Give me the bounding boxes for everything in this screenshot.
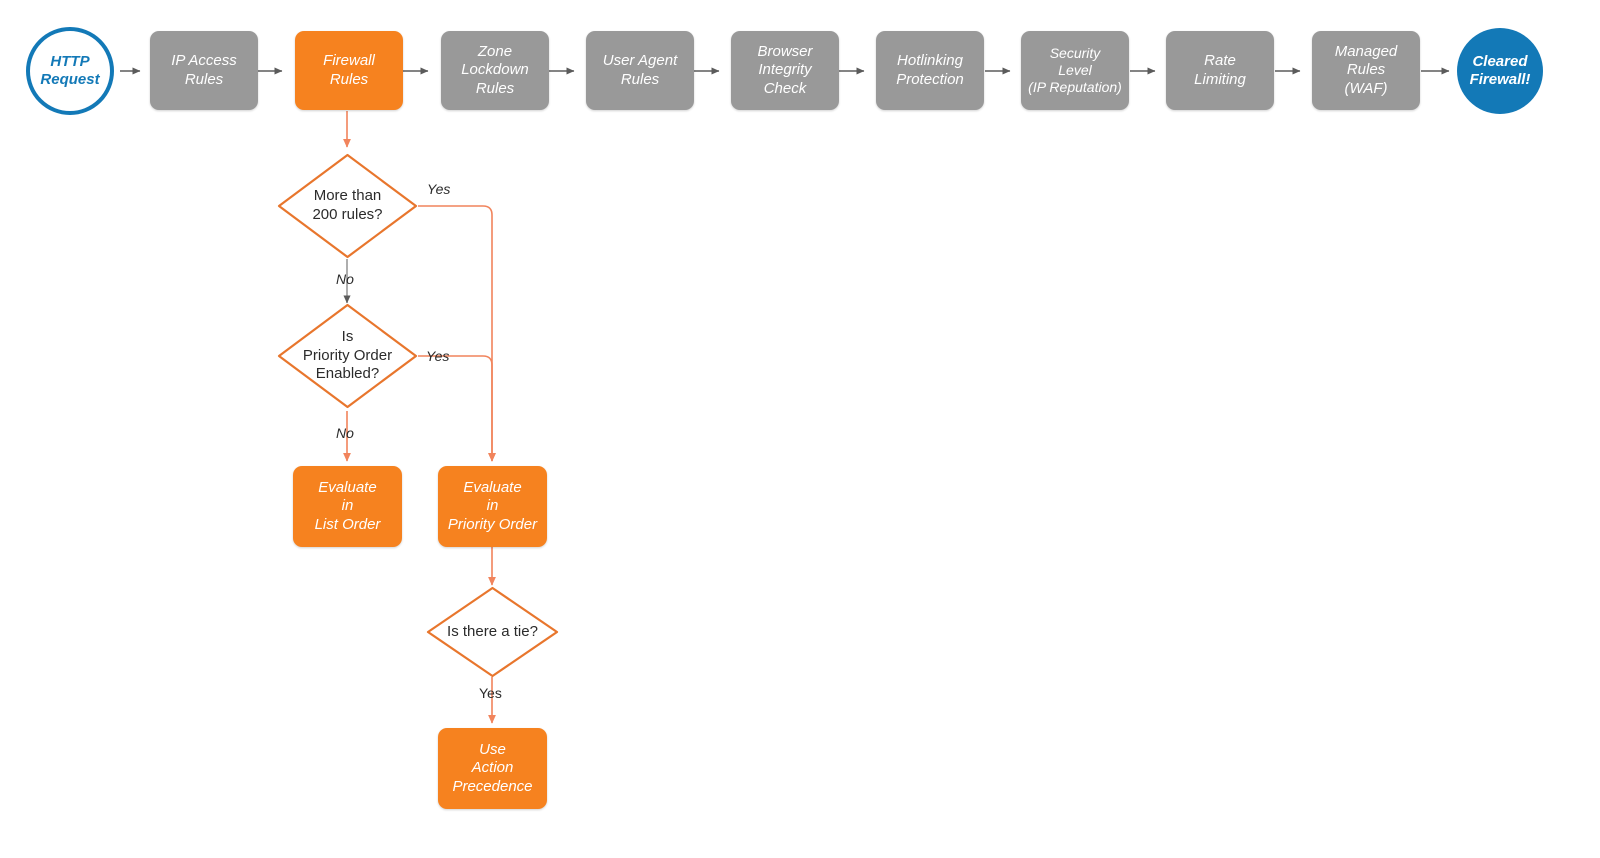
step-zone-lockdown-rules[interactable]: Zone Lockdown Rules [441, 31, 549, 110]
outcome-evaluate-in-list-order[interactable]: Evaluate in List Order [293, 466, 402, 547]
outcome-label-line: Precedence [452, 777, 533, 795]
step-label-line: Integrity [758, 61, 812, 79]
end-node-cleared-firewall[interactable]: Cleared Firewall! [1457, 28, 1543, 114]
outcome-label-line: Evaluate [463, 479, 522, 497]
step-label-line: Security [1049, 44, 1101, 61]
step-label-line: Rules [1346, 61, 1386, 79]
step-label-line: Rules [620, 70, 660, 88]
decision-label-line: Is there a tie? [447, 622, 538, 640]
step-user-agent-rules[interactable]: User Agent Rules [586, 31, 694, 110]
step-label-line: Zone [477, 43, 513, 61]
step-label-line: Level [1058, 61, 1092, 78]
step-security-level[interactable]: Security Level (IP Reputation) [1021, 31, 1129, 110]
step-label-line: User Agent [602, 52, 678, 70]
outcome-label-line: List Order [314, 515, 381, 533]
decision-priority-order-enabled[interactable]: Is Priority Order Enabled? [277, 303, 418, 409]
outcome-evaluate-in-priority-order[interactable]: Evaluate in Priority Order [438, 466, 547, 547]
edge-label-no-priority-order: No [336, 425, 354, 441]
step-browser-integrity-check[interactable]: Browser Integrity Check [731, 31, 839, 110]
start-label-line1: HTTP [50, 53, 90, 70]
outcome-label-line: Evaluate [318, 479, 377, 497]
step-label-line: (IP Reputation) [1028, 79, 1122, 96]
step-label-line: Managed [1334, 43, 1398, 61]
step-ip-access-rules[interactable]: IP Access Rules [150, 31, 258, 110]
end-label-line2: Firewall! [1469, 71, 1531, 88]
decision-label-line: Priority Order [302, 346, 393, 364]
decision-label-line: 200 rules? [312, 206, 383, 223]
step-firewall-rules[interactable]: Firewall Rules [295, 31, 403, 110]
step-label-line: IP Access [171, 52, 237, 70]
outcome-label-line: in [486, 497, 499, 515]
start-label-line2: Request [40, 71, 100, 88]
start-node-http-request[interactable]: HTTP Request [26, 27, 114, 115]
decision-label-line: Enabled? [315, 365, 380, 383]
step-label-line: Rules [329, 70, 369, 88]
decision-label-line: More than [313, 187, 382, 205]
outcome-label-line: in [341, 497, 354, 515]
step-label-line: Hotlinking [897, 52, 963, 70]
end-label-line1: Cleared [1472, 53, 1528, 70]
decision-more-than-200-rules[interactable]: More than 200 rules? [277, 153, 418, 259]
outcome-label-line: Action [471, 759, 514, 777]
step-hotlinking-protection[interactable]: Hotlinking Protection [876, 31, 984, 110]
decision-label-line: Is [341, 327, 354, 345]
diamond-shape-icon [277, 153, 418, 259]
step-label-line: Rules [184, 70, 224, 88]
diamond-shape-icon [426, 586, 559, 678]
decision-is-there-a-tie[interactable]: Is there a tie? [426, 586, 559, 678]
outcome-label-line: Priority Order [447, 515, 538, 533]
step-managed-rules-waf[interactable]: Managed Rules (WAF) [1312, 31, 1420, 110]
outcome-label-line: Use [479, 741, 506, 759]
step-label-line: Rate [1204, 52, 1236, 70]
step-label-line: Rules [475, 79, 515, 97]
step-label-line: (WAF) [1344, 79, 1388, 97]
outcome-use-action-precedence[interactable]: Use Action Precedence [438, 728, 547, 809]
edge-label-yes-priority-order: Yes [426, 348, 450, 364]
diamond-shape-icon [277, 303, 418, 409]
step-rate-limiting[interactable]: Rate Limiting [1166, 31, 1274, 110]
edge-label-yes-200-rules: Yes [427, 181, 451, 197]
edge-label-no-200-rules: No [336, 271, 354, 287]
step-label-line: Protection [896, 70, 964, 88]
step-label-line: Firewall [323, 52, 375, 70]
step-label-line: Browser [757, 43, 813, 61]
step-label-line: Check [763, 79, 807, 97]
step-label-line: Lockdown [461, 61, 529, 79]
edge-label-yes-tie: Yes [479, 685, 502, 701]
step-label-line: Limiting [1194, 70, 1246, 88]
